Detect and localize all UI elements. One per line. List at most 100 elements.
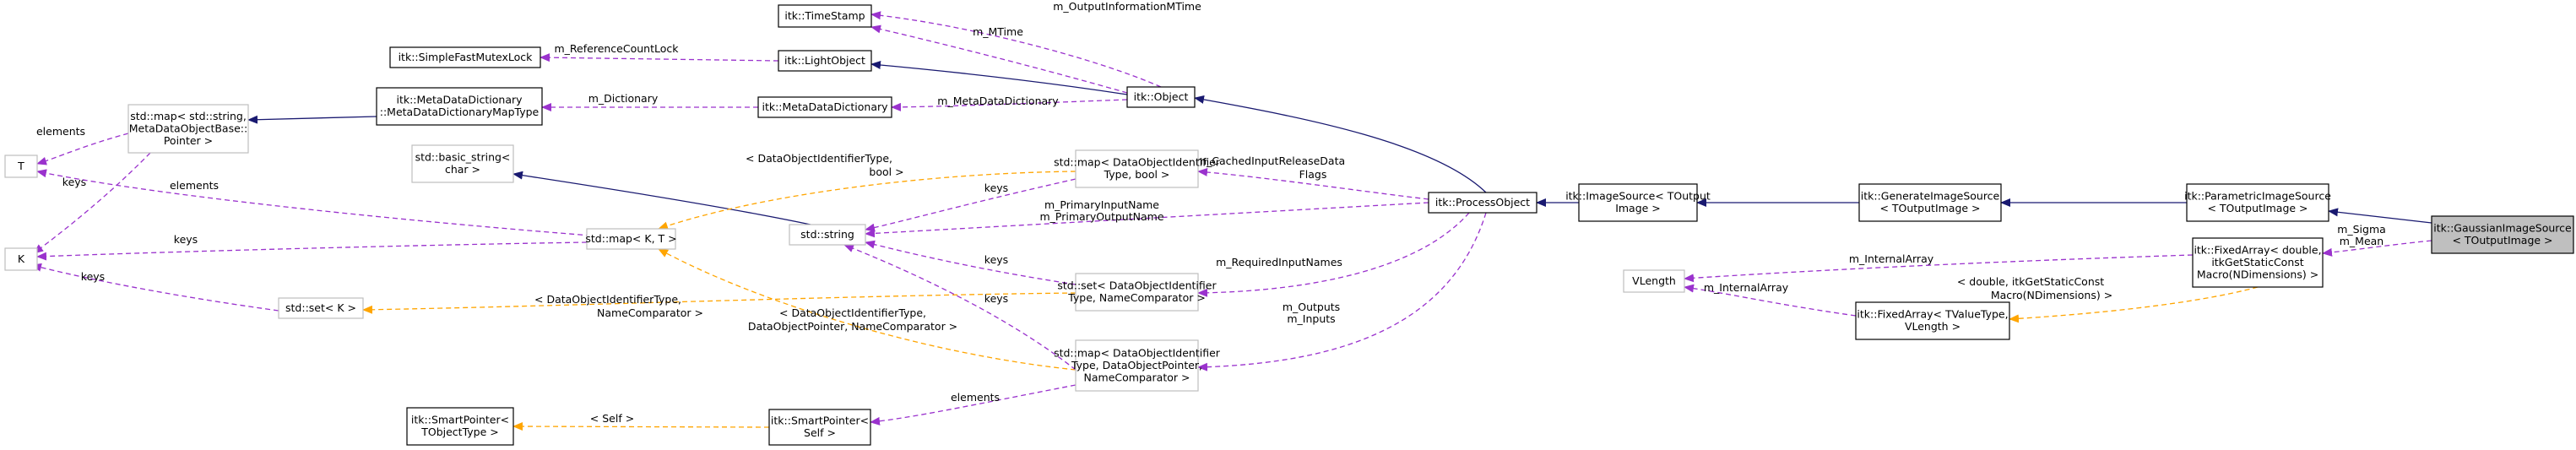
- node-generateimagesource[interactable]: itk::GenerateImageSource< TOutputImage >: [1858, 183, 2002, 222]
- edge-line: [1684, 284, 1857, 317]
- node-object[interactable]: itk::Object: [1126, 86, 1196, 108]
- edge-label: < Self >: [590, 412, 634, 425]
- node-metadatadictionarymaptype[interactable]: itk::MetaDataDictionary::MetaDataDiction…: [376, 87, 543, 126]
- node-label: itk::FixedArray< TValueType,: [1857, 308, 2008, 321]
- node-box: [1623, 269, 1685, 293]
- node-smartpointer-self[interactable]: itk::SmartPointer<Self >: [768, 409, 871, 446]
- edge-label: m_InternalArray: [1704, 281, 1789, 294]
- node-box: [376, 87, 543, 126]
- node-label: Type, DataObjectPointer,: [1071, 359, 1202, 371]
- edge-label: m_Sigma: [2337, 223, 2386, 236]
- edge-line: [31, 263, 279, 312]
- node-label: Macro(NDimensions) >: [2197, 268, 2318, 280]
- node-fixedarray-double[interactable]: itk::FixedArray< double,itkGetStaticCons…: [2192, 237, 2324, 288]
- node-label: VLength: [1632, 274, 1676, 287]
- edge-e-stdstring-idbool: keys: [865, 178, 1076, 232]
- node-stdmap-id-bool[interactable]: std::map< DataObjectIdentifierType, bool…: [1054, 149, 1221, 188]
- edge-label: elements: [170, 179, 219, 192]
- edge-label: m_Inputs: [1287, 312, 1335, 325]
- edge-line: [512, 171, 811, 225]
- edge-e-stdstring-stdsetid: keys: [865, 240, 1076, 285]
- edge-label: keys: [984, 292, 1008, 305]
- edge-line: [1684, 254, 2194, 283]
- edge-e-timestamp-lightobject: m_MTime: [870, 24, 1128, 94]
- node-label: Type, NameComparator >: [1067, 291, 1206, 304]
- edge-e-smartpointerself-idpointer: elements: [870, 384, 1076, 426]
- node-label: std::map< K, T >: [585, 232, 676, 245]
- node-metadatadictionary[interactable]: itk::MetaDataDictionary: [757, 96, 892, 118]
- node-label: NameComparator >: [1084, 371, 1190, 383]
- node-label: itk::Object: [1134, 90, 1189, 103]
- node-parametricimagesource[interactable]: itk::ParametricImageSource< TOutputImage…: [2184, 183, 2331, 222]
- node-gaussianimagesource[interactable]: itk::GaussianImageSource< TOutputImage >: [2431, 215, 2574, 254]
- edge-label: m_CachedInputReleaseData: [1196, 155, 1345, 167]
- edge-line: [36, 133, 129, 165]
- edge-line: [658, 171, 1076, 230]
- node-timestamp[interactable]: itk::TimeStamp: [778, 4, 872, 28]
- node-label: itk::SimpleFastMutexLock: [399, 51, 534, 63]
- node-stdset-id[interactable]: std::set< DataObjectIdentifierType, Name…: [1057, 273, 1217, 312]
- edge-line: [865, 202, 1429, 238]
- node-smartpointer-tobject[interactable]: itk::SmartPointer<TObjectType >: [406, 407, 514, 446]
- node-label: char >: [445, 163, 480, 176]
- edge-label: keys: [81, 270, 105, 283]
- node-label: Image >: [1615, 202, 1661, 214]
- node-stdset-K[interactable]: std::set< K >: [278, 297, 364, 319]
- edge-label: m_Outputs: [1283, 301, 1340, 313]
- edge-e-timestamp-object: m_OutputInformationMTime: [870, 0, 1201, 88]
- node-lightobject[interactable]: itk::LightObject: [778, 50, 872, 72]
- edge-line: [870, 384, 1076, 426]
- node-fixedarray-vlength[interactable]: itk::FixedArray< TValueType,VLength >: [1855, 301, 2010, 340]
- node-stdmap-id-pointer[interactable]: std::map< DataObjectIdentifierType, Data…: [1054, 339, 1221, 392]
- node-label: itk::SmartPointer<: [411, 414, 509, 426]
- node-label: Type, bool >: [1104, 168, 1170, 181]
- node-label: Self >: [804, 426, 836, 439]
- edge-label: m_MTime: [973, 25, 1023, 38]
- edge-e-stdstring-idpointer: keys: [843, 244, 1076, 371]
- edge-line: [891, 99, 1128, 111]
- edge-label: Flags: [1299, 168, 1327, 181]
- edge-label: keys: [62, 176, 86, 188]
- node-label: std::map< DataObjectIdentifier: [1054, 346, 1221, 359]
- node-box: [1075, 339, 1199, 392]
- node-box: [389, 46, 541, 68]
- edge-e-mutex-lightobject: m_ReferenceCountLock: [540, 42, 779, 62]
- edge-label: m_PrimaryOutputName: [1039, 210, 1163, 223]
- edge-line: [36, 241, 588, 261]
- node-T[interactable]: T: [4, 155, 38, 178]
- node-label: itk::LightObject: [784, 54, 865, 67]
- edges-layer: m_OutputInformationMTime m_MTime m_Referen…: [31, 0, 2432, 431]
- edge-line: [2328, 208, 2432, 224]
- edge-label: < double, itkGetStaticConst: [1957, 275, 2104, 288]
- node-box: [768, 409, 871, 446]
- node-box: [1428, 192, 1537, 214]
- node-label: std::string: [800, 228, 854, 241]
- edge-line: [362, 292, 1076, 314]
- node-K[interactable]: K: [4, 247, 38, 271]
- node-stdmap-string-metadata[interactable]: std::map< std::string,MetaDataObjectBase…: [127, 104, 249, 154]
- edge-label: m_PrimaryInputName: [1044, 198, 1159, 211]
- node-vlength[interactable]: VLength: [1623, 269, 1685, 293]
- edge-e-parametric-gaussian: [2328, 208, 2432, 224]
- edge-e-mdd-object: m_MetaDataDictionary: [891, 95, 1128, 111]
- node-stdmap-KT[interactable]: std::map< K, T >: [585, 228, 677, 250]
- edge-line: [870, 24, 1128, 94]
- node-processobject[interactable]: itk::ProcessObject: [1428, 192, 1537, 214]
- edge-label: m_OutputInformationMTime: [1053, 0, 1201, 13]
- node-imagesource[interactable]: itk::ImageSource< TOutputImage >: [1565, 183, 1711, 222]
- node-basic-string[interactable]: std::basic_string<char >: [411, 144, 514, 183]
- edge-label: elements: [951, 391, 1000, 404]
- node-simplefastmutexlock[interactable]: itk::SimpleFastMutexLock: [389, 46, 541, 68]
- edge-line: [36, 169, 592, 236]
- node-label: T: [17, 160, 24, 172]
- edge-e-basicstring-stdstring: [512, 171, 811, 225]
- node-box: [586, 228, 676, 250]
- node-stdstring[interactable]: std::string: [789, 224, 866, 246]
- node-label: itkGetStaticConst: [2211, 256, 2303, 268]
- edge-label: elements: [36, 125, 85, 138]
- node-label: itk::ImageSource< TOutput: [1565, 190, 1711, 203]
- node-label: std::map< DataObjectIdentifier: [1054, 156, 1221, 169]
